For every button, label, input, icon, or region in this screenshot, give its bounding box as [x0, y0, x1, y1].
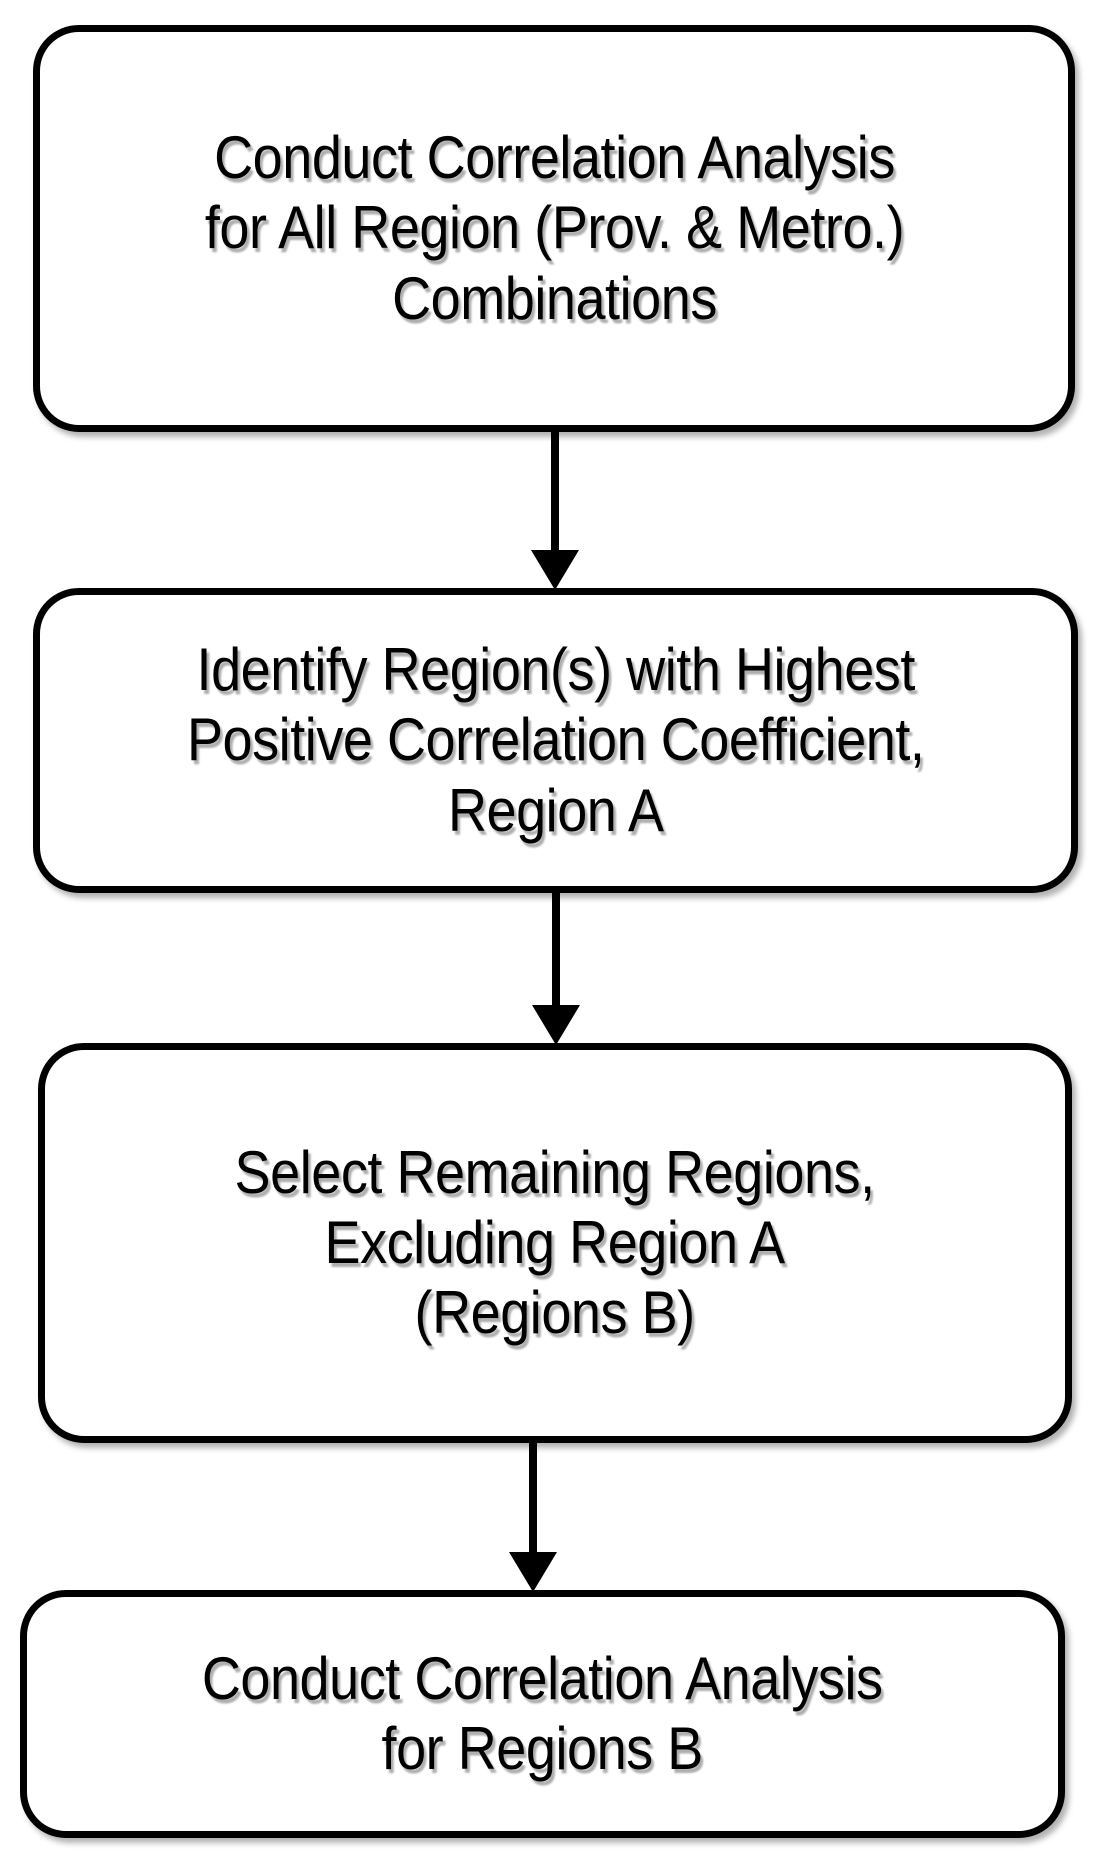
arrow-head-down-icon — [531, 550, 579, 590]
arrow-shaft — [551, 430, 559, 550]
flowchart-node-select-remaining-regions-b[interactable]: Select Remaining Regions, Excluding Regi… — [38, 1043, 1072, 1443]
flowchart-node-conduct-correlation-analysis-all-regions[interactable]: Conduct Correlation Analysis for All Reg… — [33, 25, 1075, 432]
flowchart-node-identify-highest-positive-correlation-region-a[interactable]: Identify Region(s) with Highest Positive… — [33, 588, 1078, 893]
flowchart-node-label: Conduct Correlation Analysis for Regions… — [202, 1644, 883, 1782]
flowchart-connector-node1-to-node2 — [531, 430, 579, 590]
flowchart-node-label: Select Remaining Regions, Excluding Regi… — [234, 1138, 876, 1347]
arrow-shaft — [552, 891, 560, 1005]
flowchart-connector-node2-to-node3 — [532, 891, 580, 1045]
flowchart-connector-node3-to-node4 — [509, 1441, 557, 1592]
arrow-shaft — [529, 1441, 537, 1552]
flowchart-node-label: Conduct Correlation Analysis for All Reg… — [204, 124, 904, 332]
arrow-head-down-icon — [509, 1552, 557, 1592]
flowchart-node-label: Identify Region(s) with Highest Positive… — [186, 636, 925, 844]
flowchart-node-conduct-correlation-analysis-regions-b[interactable]: Conduct Correlation Analysis for Regions… — [20, 1590, 1065, 1838]
arrow-head-down-icon — [532, 1005, 580, 1045]
